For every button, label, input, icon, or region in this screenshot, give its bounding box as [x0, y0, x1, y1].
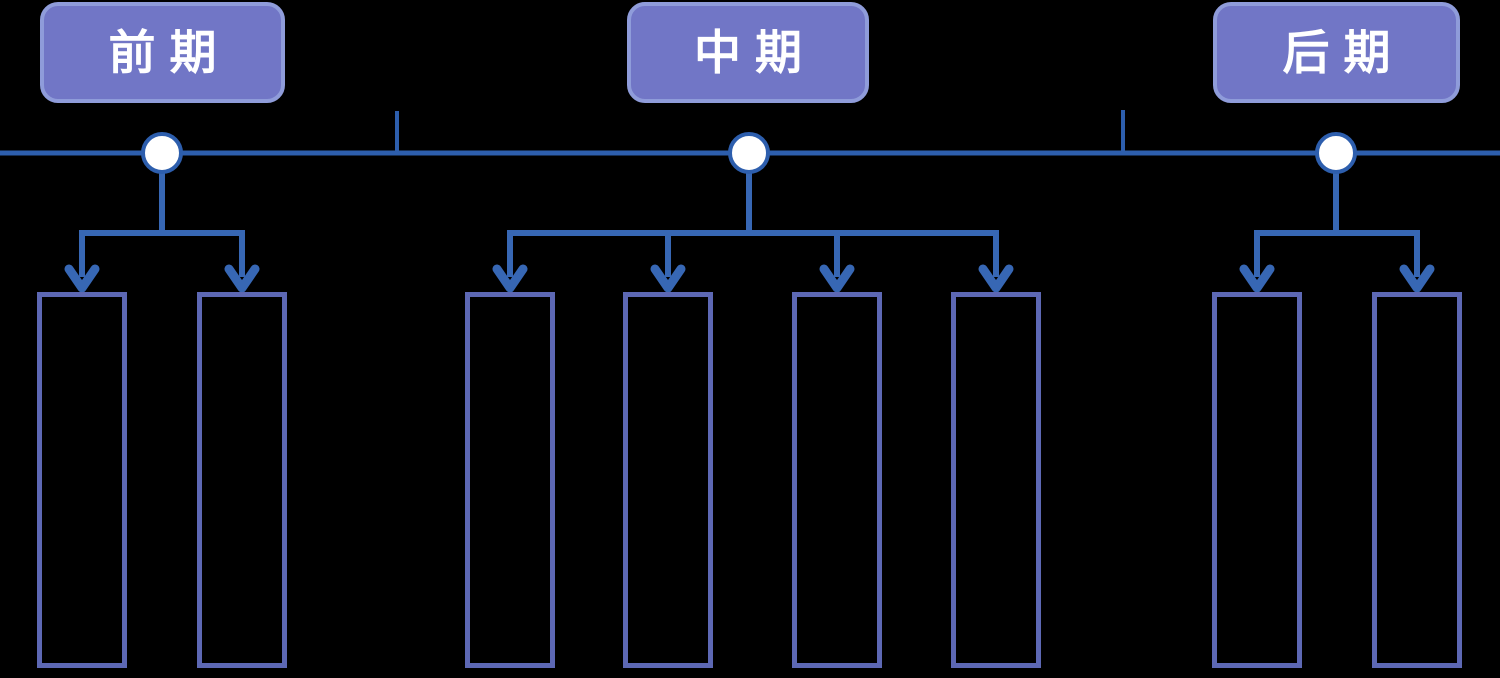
arrow-head-icon — [650, 264, 686, 293]
slot-box-middle-2 — [623, 292, 713, 668]
branch-connectors — [64, 155, 1435, 293]
slot-boxes — [37, 292, 1462, 668]
slot-box-early-2 — [197, 292, 287, 668]
timeline-node-early — [141, 132, 183, 174]
arrow-head-icon — [819, 264, 855, 293]
phase-label-early: 前期 — [40, 2, 285, 103]
arrow-head-icon — [492, 264, 528, 293]
slot-box-late-1 — [1212, 292, 1302, 668]
slot-box-middle-3 — [792, 292, 882, 668]
arrow-head-icon — [1399, 264, 1435, 293]
timeline-node-middle — [728, 132, 770, 174]
phase-label-middle: 中期 — [627, 2, 869, 103]
arrow-head-icon — [1239, 264, 1275, 293]
timeline-node-late — [1315, 132, 1357, 174]
arrow-head-icon — [64, 264, 100, 293]
arrow-head-icon — [224, 264, 260, 293]
phase-label-late: 后期 — [1213, 2, 1460, 103]
slot-box-middle-1 — [465, 292, 555, 668]
slot-box-middle-4 — [951, 292, 1041, 668]
slot-box-late-2 — [1372, 292, 1462, 668]
arrow-head-icon — [978, 264, 1014, 293]
slot-box-early-1 — [37, 292, 127, 668]
